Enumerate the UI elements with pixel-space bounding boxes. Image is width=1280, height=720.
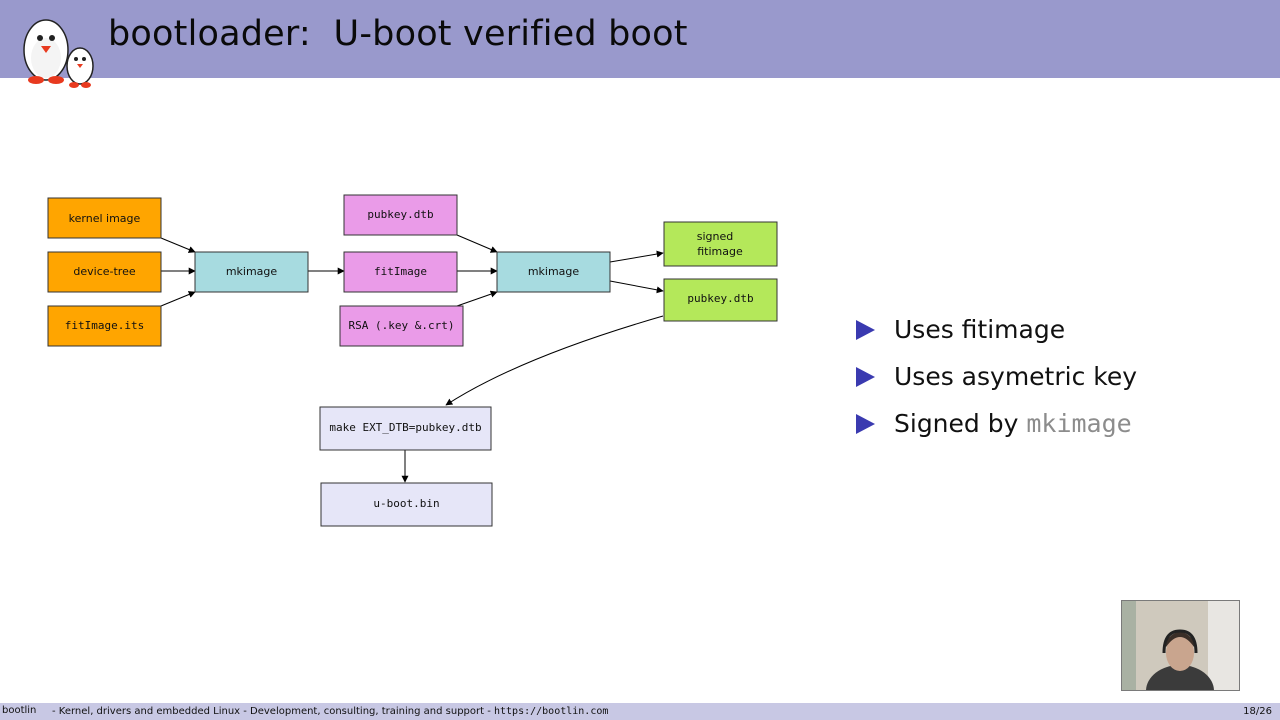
presenter-webcam — [1121, 600, 1240, 691]
page-number: 18/26 — [1243, 706, 1272, 717]
slide-title: bootloader: U-boot verified boot — [108, 14, 688, 54]
bullet-item: Uses asymetric key — [856, 353, 1137, 400]
bullet-code: mkimage — [1026, 409, 1132, 438]
slide-footer: bootlin - Kernel, drivers and embedded L… — [0, 703, 1280, 720]
bullet-item: Uses fitimage — [856, 306, 1137, 353]
edge-pubkey-to-mkimage2 — [456, 234, 498, 253]
edge-pubkey-to-make — [445, 315, 664, 406]
node-mkimage-2-label: mkimage — [528, 265, 580, 278]
node-make-cmd: make EXT_DTB=pubkey.dtb — [319, 406, 492, 451]
node-signed-fitimage: signed fitimage — [663, 221, 778, 267]
node-device-tree-label: device-tree — [73, 265, 135, 278]
node-make-cmd-label: make EXT_DTB=pubkey.dtb — [329, 421, 481, 434]
edge-kernel-to-mkimage — [160, 237, 196, 253]
node-pubkey-dtb-in-label: pubkey.dtb — [367, 208, 433, 221]
triangle-bullet-icon — [856, 366, 875, 387]
node-pubkey-dtb-out: pubkey.dtb — [663, 278, 778, 322]
node-fitimage-label: fitImage — [374, 265, 427, 278]
node-mkimage-2: mkimage — [496, 251, 611, 293]
node-device-tree: device-tree — [47, 251, 162, 293]
slide-header: bootloader: U-boot verified boot — [0, 0, 1280, 88]
node-fitimage: fitImage — [343, 251, 458, 293]
bullet-text-prefix: Signed by — [894, 409, 1027, 438]
bullet-text: Uses asymetric key — [894, 362, 1138, 391]
node-pubkey-dtb-in: pubkey.dtb — [343, 194, 458, 236]
footer-url-link[interactable]: https://bootlin.com — [494, 706, 609, 717]
edge-mkimage2-to-pubkey — [609, 280, 664, 294]
triangle-bullet-icon — [856, 413, 875, 434]
node-rsa: RSA (.key &.crt) — [339, 305, 464, 347]
edge-mkimage2-to-signed — [609, 250, 664, 263]
bullet-item: Signed by mkimage — [856, 400, 1137, 447]
node-kernel-image-label: kernel image — [69, 212, 141, 225]
node-fitimage-its-label: fitImage.its — [65, 319, 144, 332]
triangle-bullet-icon — [856, 319, 875, 340]
node-uboot-bin-label: u-boot.bin — [373, 497, 439, 510]
node-uboot-bin: u-boot.bin — [320, 482, 493, 527]
node-pubkey-dtb-out-label: pubkey.dtb — [687, 292, 753, 305]
node-signed-label-line1: signed — [697, 230, 734, 243]
diagram-edges — [160, 234, 664, 483]
node-kernel-image: kernel image — [47, 197, 162, 239]
node-rsa-label: RSA (.key &.crt) — [349, 319, 455, 332]
node-mkimage-1: mkimage — [194, 251, 309, 293]
node-fitimage-its: fitImage.its — [47, 305, 162, 347]
bullet-text: Uses fitimage — [894, 315, 1066, 344]
node-mkimage-1-label: mkimage — [226, 265, 278, 278]
footer-brand: bootlin — [2, 705, 37, 716]
bullet-list: Uses fitimage Uses asymetric key Signed … — [856, 306, 1137, 447]
edge-its-to-mkimage — [160, 291, 196, 307]
edge-rsa-to-mkimage2 — [456, 290, 498, 307]
penguins-logo-icon — [23, 19, 94, 88]
footer-description: - Kernel, drivers and embedded Linux - D… — [52, 706, 491, 717]
presenter-video-icon — [1122, 601, 1239, 690]
node-signed-label-line2: fitimage — [697, 245, 743, 258]
